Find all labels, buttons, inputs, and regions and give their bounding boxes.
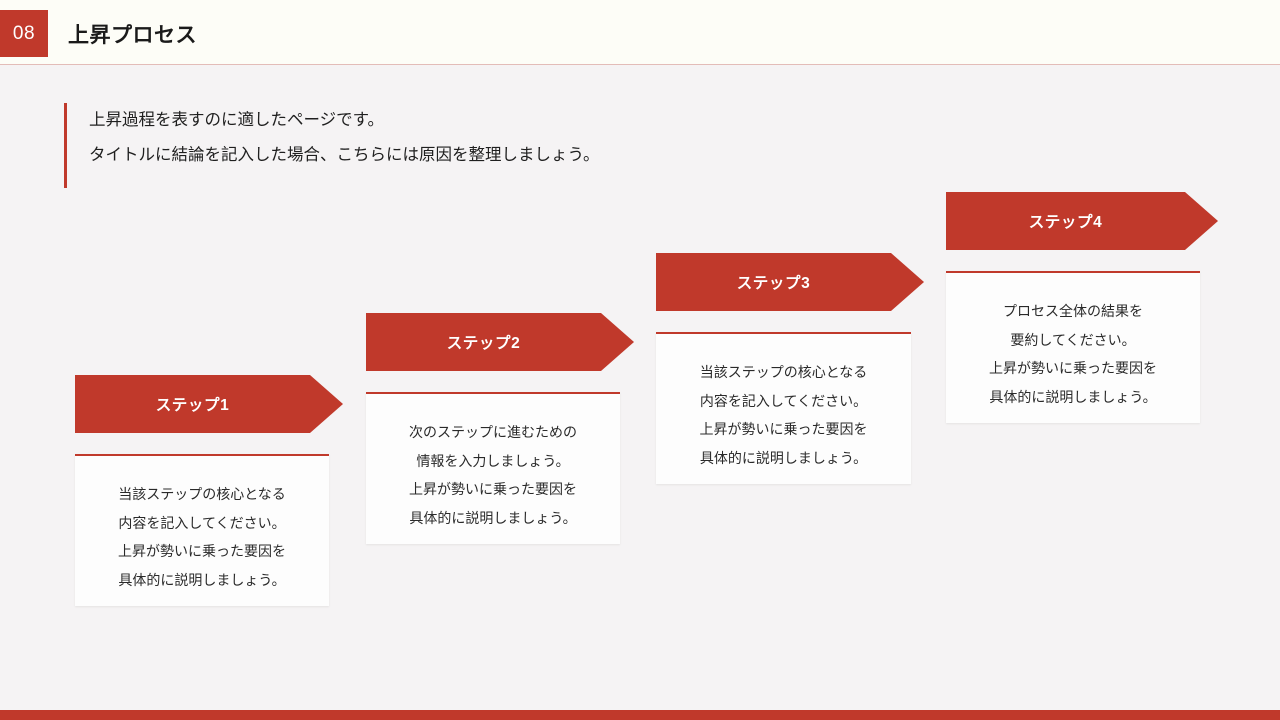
step-2-body-line-1: 次のステップに進むための — [409, 424, 577, 440]
step-3-body-line-1: 当該ステップの核心となる — [699, 364, 868, 380]
step-4-arrow-banner[interactable]: ステップ4 — [946, 192, 1218, 250]
step-1-body-line-3: 上昇が勢いに乗った要因を — [118, 543, 286, 559]
step-1-card: 当該ステップの核心となる 内容を記入してください。 上昇が勢いに乗った要因を 具… — [75, 454, 329, 606]
step-1-body-line-4: 具体的に説明しましょう。 — [118, 571, 286, 588]
step-2-label: ステップ2 — [446, 335, 521, 352]
step-4-body-line-3: 上昇が勢いに乗った要因を — [989, 360, 1157, 376]
process-step-2[interactable]: ステップ2 次のステップに進むための 情報を入力しましょう。 上昇が勢いに乗った… — [366, 313, 634, 544]
step-2-arrow-banner[interactable]: ステップ2 — [366, 313, 634, 371]
slide-header: 08 上昇プロセス — [0, 0, 1280, 65]
footer-accent-bar — [0, 710, 1280, 720]
arrow-right-icon — [601, 313, 634, 371]
step-4-body-line-2: 要約してください。 — [1010, 331, 1136, 348]
step-1-label: ステップ1 — [155, 397, 230, 414]
process-step-4[interactable]: ステップ4 プロセス全体の結果を 要約してください。 上昇が勢いに乗った要因を … — [946, 192, 1218, 423]
step-2-body-line-2: 情報を入力しましょう。 — [416, 452, 570, 469]
step-4-card: プロセス全体の結果を 要約してください。 上昇が勢いに乗った要因を 具体的に説明… — [946, 271, 1200, 423]
arrow-right-icon — [310, 375, 343, 433]
page-number-badge: 08 — [0, 10, 48, 57]
process-step-3[interactable]: ステップ3 当該ステップの核心となる 内容を記入してください。 上昇が勢いに乗っ… — [656, 253, 924, 484]
arrow-right-icon — [1185, 192, 1218, 250]
step-3-label: ステップ3 — [736, 275, 811, 292]
intro-block: 上昇過程を表すのに適したページです。 タイトルに結論を記入した場合、こちらには原… — [64, 103, 600, 188]
arrow-right-icon — [891, 253, 924, 311]
header-divider — [0, 64, 1280, 65]
step-2-body-line-3: 上昇が勢いに乗った要因を — [409, 481, 577, 497]
step-3-body-line-3: 上昇が勢いに乗った要因を — [699, 421, 868, 437]
step-4-label: ステップ4 — [1028, 214, 1103, 231]
process-step-1[interactable]: ステップ1 当該ステップの核心となる 内容を記入してください。 上昇が勢いに乗っ… — [75, 375, 343, 606]
step-4-body-line-4: 具体的に説明しましょう。 — [989, 388, 1157, 405]
step-3-arrow-banner[interactable]: ステップ3 — [656, 253, 924, 311]
step-1-body-line-1: 当該ステップの核心となる — [118, 486, 286, 502]
step-3-body-line-2: 内容を記入してください。 — [699, 392, 868, 409]
step-3-body-line-4: 具体的に説明しましょう。 — [699, 449, 868, 466]
step-1-body-line-2: 内容を記入してください。 — [118, 514, 286, 531]
page-title: 上昇プロセス — [68, 24, 197, 47]
step-3-card: 当該ステップの核心となる 内容を記入してください。 上昇が勢いに乗った要因を 具… — [656, 332, 911, 484]
step-1-arrow-banner[interactable]: ステップ1 — [75, 375, 343, 433]
step-2-body-line-4: 具体的に説明しましょう。 — [409, 509, 577, 526]
intro-line-2: タイトルに結論を記入した場合、こちらには原因を整理しましょう。 — [89, 146, 600, 164]
intro-line-1: 上昇過程を表すのに適したページです。 — [89, 111, 385, 129]
step-4-body-line-1: プロセス全体の結果を — [1003, 303, 1143, 319]
step-2-card: 次のステップに進むための 情報を入力しましょう。 上昇が勢いに乗った要因を 具体… — [366, 392, 620, 544]
